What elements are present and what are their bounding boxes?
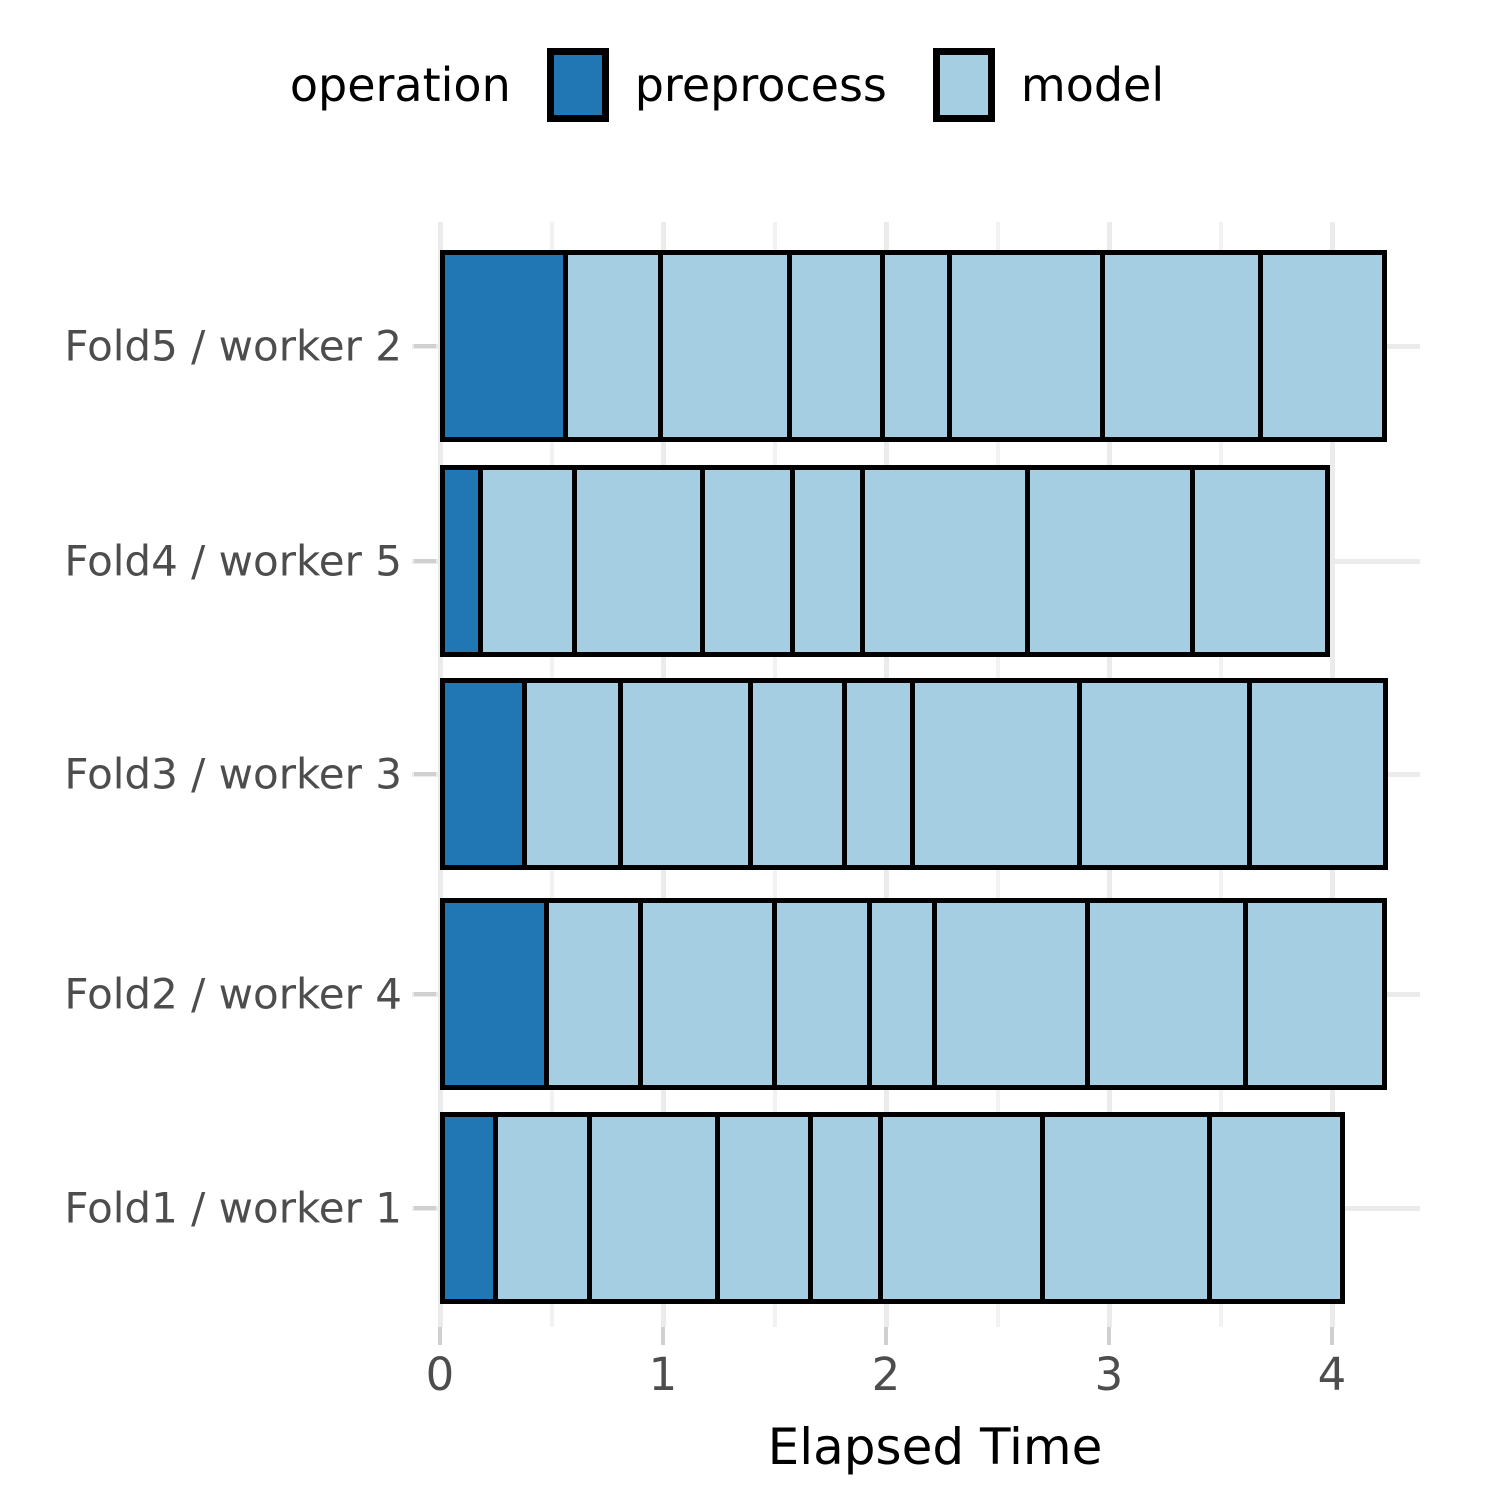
bar-segment-model[interactable] — [1025, 465, 1196, 657]
chart-legend: operation preprocess model — [0, 48, 1500, 122]
bar-segment-model[interactable] — [946, 250, 1105, 442]
bar-segment-model[interactable] — [909, 678, 1082, 870]
x-tick-label: 3 — [1094, 1348, 1124, 1401]
legend-label-model: model — [1020, 58, 1165, 112]
y-tick-label: Fold4 / worker 5 — [64, 536, 402, 586]
bar-segment-preprocess[interactable] — [440, 898, 550, 1090]
bar-segment-model[interactable] — [789, 465, 865, 657]
bar-segment-model[interactable] — [492, 1112, 592, 1304]
bar-segment-model[interactable] — [699, 465, 795, 657]
legend-swatch-model — [932, 48, 995, 122]
bar-segment-model[interactable] — [880, 250, 952, 442]
bar-segment-preprocess[interactable] — [440, 250, 568, 442]
x-tick-label: 0 — [425, 1348, 455, 1401]
bar-segment-model[interactable] — [544, 898, 643, 1090]
bar-segment-model[interactable] — [1258, 250, 1388, 442]
bar-segment-model[interactable] — [841, 678, 915, 870]
bar-segment-model[interactable] — [1039, 1112, 1212, 1304]
bar-row — [440, 1112, 1345, 1304]
bar-row — [440, 678, 1388, 870]
x-tick-mark — [661, 1327, 665, 1345]
legend-label-preprocess: preprocess — [634, 58, 887, 112]
y-tick-mark — [414, 344, 436, 348]
bar-segment-model[interactable] — [563, 250, 663, 442]
legend-key-model[interactable]: model — [932, 48, 1165, 122]
y-tick-mark — [414, 992, 436, 996]
legend-key-preprocess[interactable]: preprocess — [546, 48, 887, 122]
bar-segment-model[interactable] — [808, 1112, 884, 1304]
y-tick-label: Fold2 / worker 4 — [64, 969, 402, 1019]
bar-segment-model[interactable] — [586, 1112, 721, 1304]
legend-title: operation — [289, 58, 511, 112]
y-tick-mark — [414, 559, 436, 563]
bar-segment-model[interactable] — [618, 678, 754, 870]
x-tick-mark — [1107, 1327, 1111, 1345]
bar-segment-model[interactable] — [1076, 678, 1252, 870]
bar-segment-preprocess[interactable] — [440, 465, 484, 657]
bar-segment-model[interactable] — [1190, 465, 1330, 657]
bar-row — [440, 465, 1330, 657]
bar-segment-model[interactable] — [786, 250, 886, 442]
x-tick-mark — [884, 1327, 888, 1345]
x-axis-title-text: Elapsed Time — [767, 1418, 1103, 1476]
bar-segment-model[interactable] — [657, 250, 792, 442]
bar-segment-model[interactable] — [1246, 678, 1388, 870]
bar-segment-preprocess[interactable] — [440, 678, 527, 870]
plot-panel — [412, 222, 1420, 1327]
y-tick-mark — [414, 1206, 436, 1210]
bar-segment-model[interactable] — [1206, 1112, 1345, 1304]
bar-segment-model[interactable] — [771, 898, 872, 1090]
bar-segment-model[interactable] — [860, 465, 1031, 657]
bar-segment-model[interactable] — [1085, 898, 1248, 1090]
x-tick-label: 4 — [1317, 1348, 1347, 1401]
x-tick-mark — [438, 1327, 442, 1345]
bar-segment-model[interactable] — [866, 898, 938, 1090]
bar-row — [440, 898, 1388, 1090]
bar-row — [440, 250, 1388, 442]
bar-segment-model[interactable] — [1242, 898, 1388, 1090]
y-tick-label: Fold5 / worker 2 — [64, 321, 402, 371]
bar-segment-preprocess[interactable] — [440, 1112, 498, 1304]
bar-segment-model[interactable] — [715, 1112, 814, 1304]
bar-segment-model[interactable] — [748, 678, 847, 870]
y-tick-mark — [414, 772, 436, 776]
bar-segment-model[interactable] — [878, 1112, 1045, 1304]
y-tick-label: Fold1 / worker 1 — [64, 1183, 402, 1233]
bar-segment-model[interactable] — [521, 678, 624, 870]
bar-segment-model[interactable] — [637, 898, 777, 1090]
bar-segment-model[interactable] — [478, 465, 577, 657]
y-tick-label: Fold3 / worker 3 — [64, 749, 402, 799]
x-tick-mark — [1330, 1327, 1334, 1345]
x-axis-title: Elapsed Time — [0, 1418, 1500, 1476]
x-tick-label: 1 — [648, 1348, 678, 1401]
bar-segment-model[interactable] — [571, 465, 705, 657]
bar-segment-model[interactable] — [1099, 250, 1264, 442]
x-tick-label: 2 — [871, 1348, 901, 1401]
bar-segment-model[interactable] — [932, 898, 1090, 1090]
legend-swatch-preprocess — [546, 48, 609, 122]
